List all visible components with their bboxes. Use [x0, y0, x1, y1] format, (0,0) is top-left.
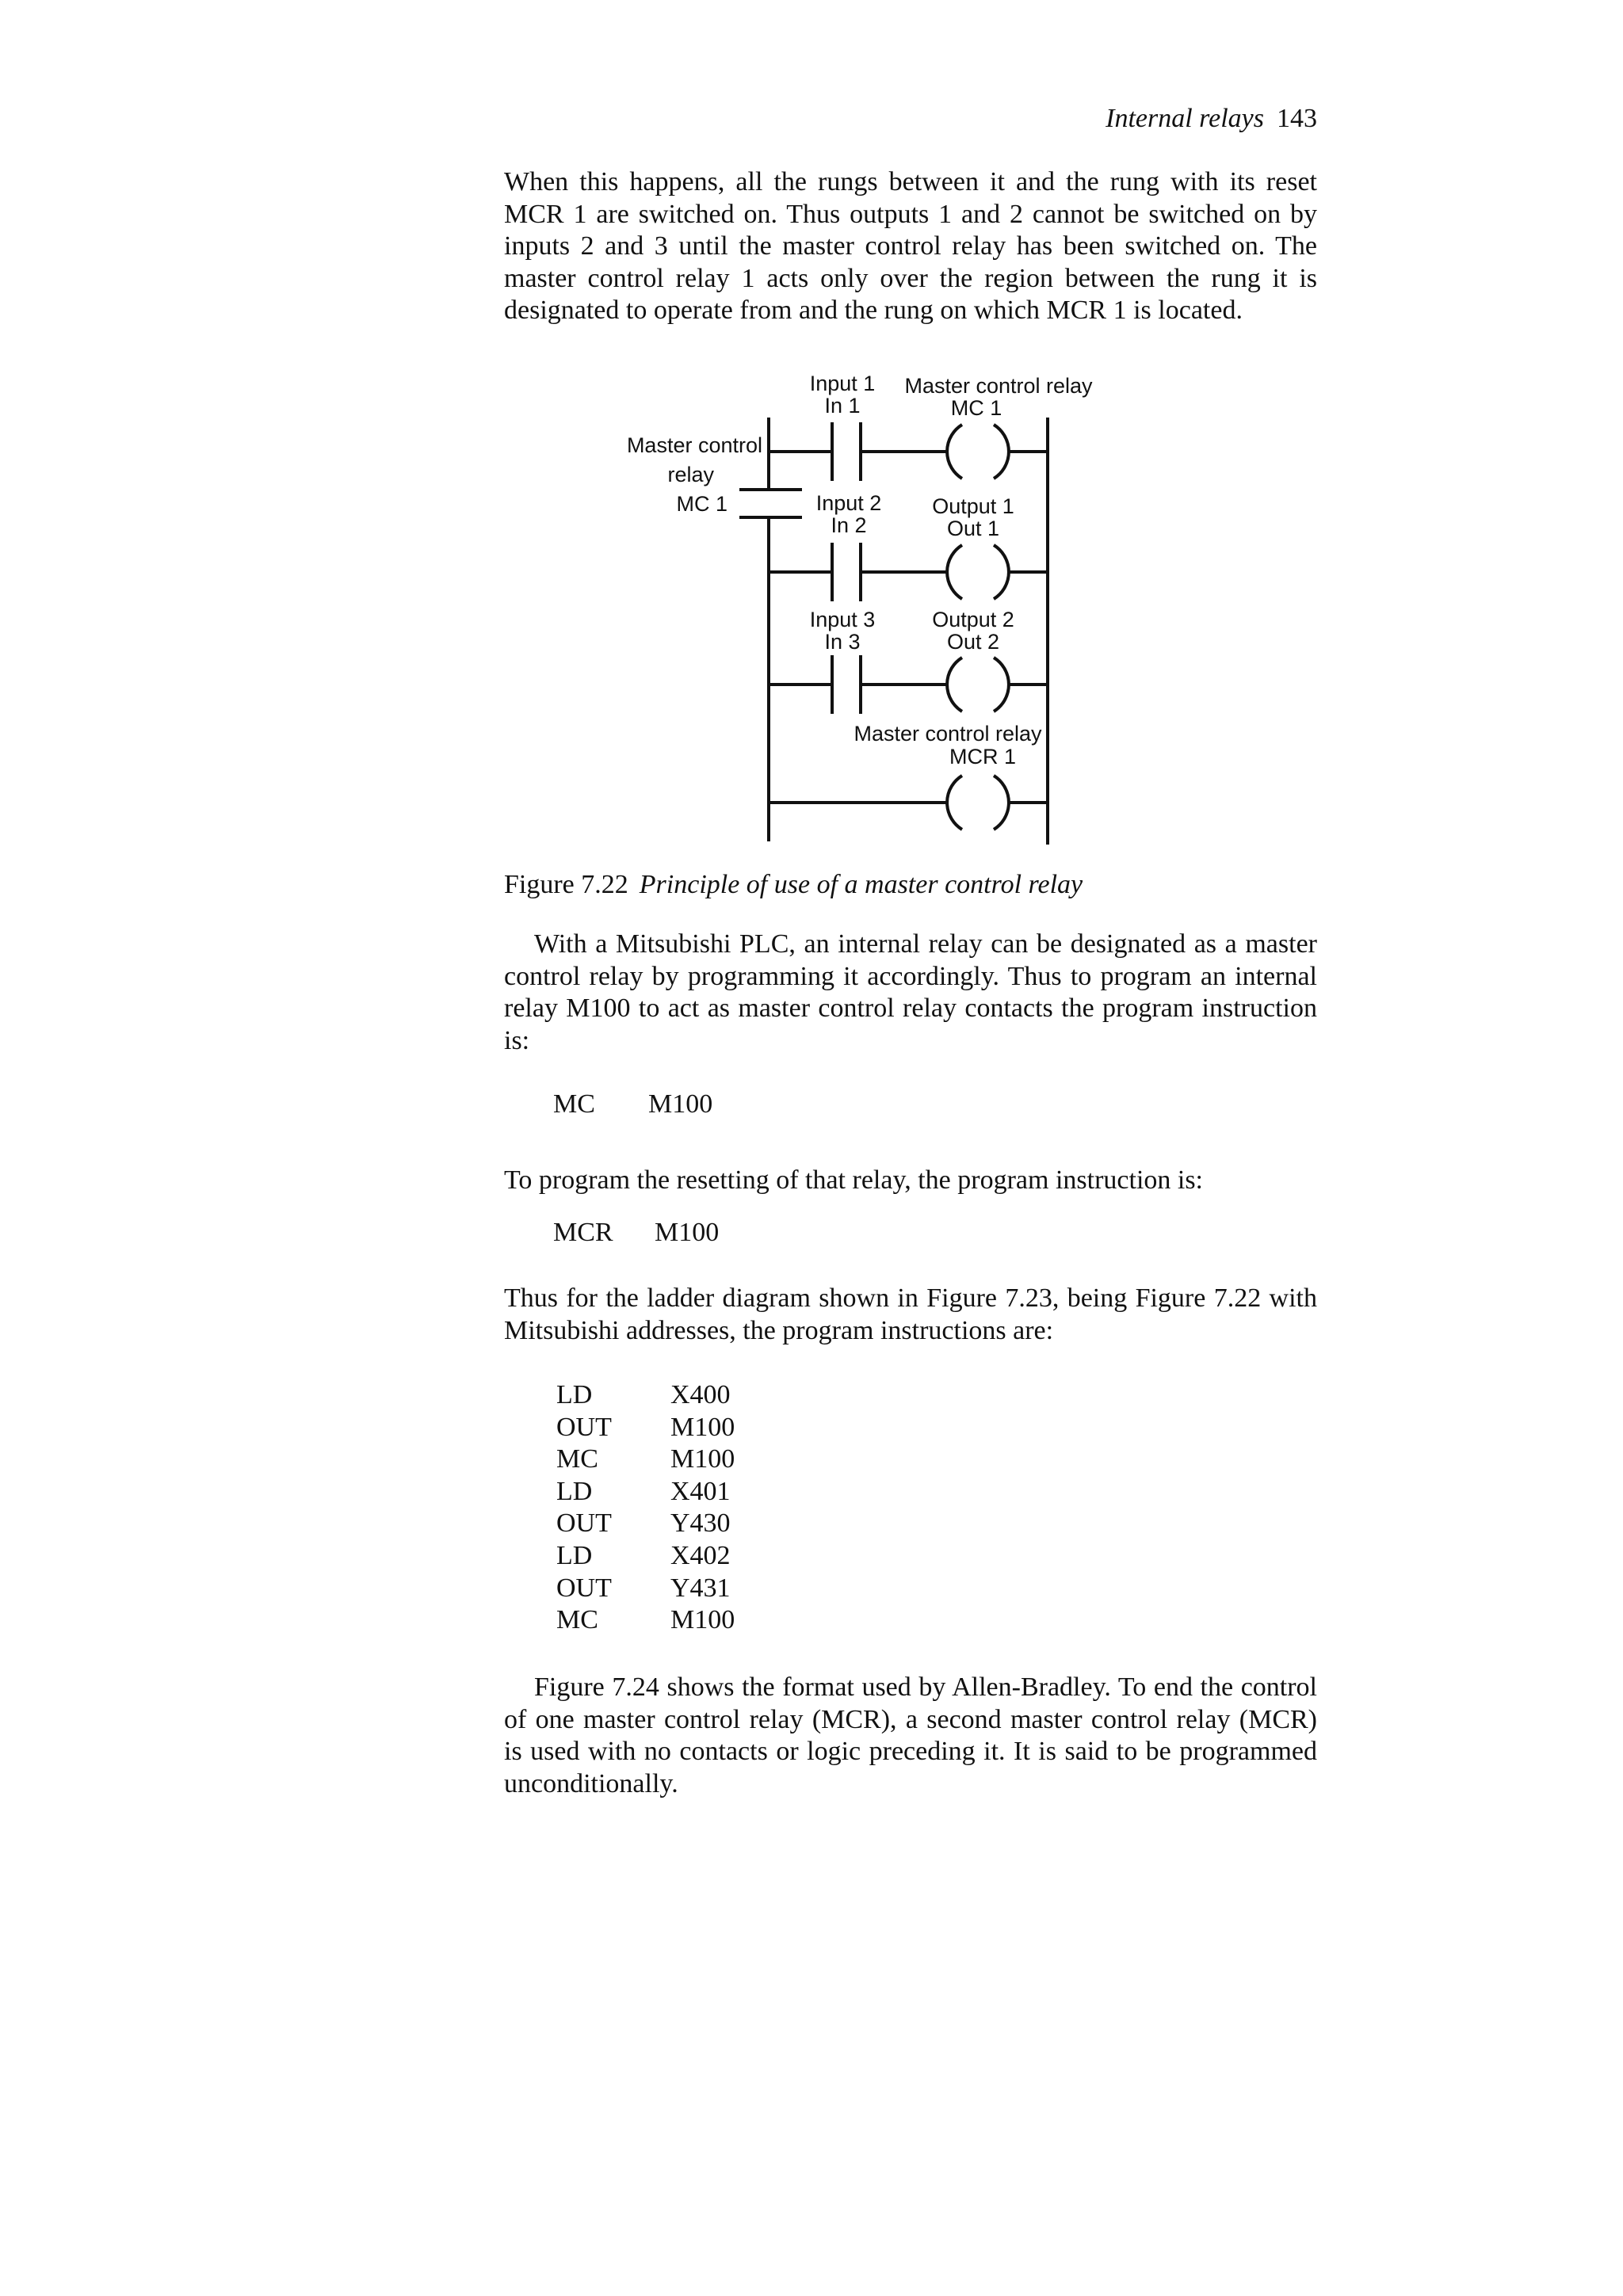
- coil-output1: [945, 543, 1010, 601]
- figure-label: Figure 7.22: [504, 870, 628, 899]
- label-output2: Output 2: [932, 608, 1014, 631]
- label-mc-contact-line3: MC 1: [676, 492, 727, 516]
- label-master-control-relay: Master control relay: [904, 374, 1093, 398]
- running-head: Internal relays 143: [1106, 103, 1317, 135]
- label-in1: In 1: [824, 394, 860, 418]
- label-out1: Out 1: [947, 517, 999, 540]
- coil-mcr1: [945, 774, 1010, 831]
- figure-caption: Figure 7.22 Principle of use of a master …: [504, 869, 1083, 901]
- paragraph-ladder: Thus for the ladder diagram shown in Fig…: [504, 1283, 1317, 1345]
- label-out2: Out 2: [947, 630, 999, 654]
- label-output1: Output 1: [932, 494, 1014, 518]
- label-in3: In 3: [824, 630, 860, 654]
- label-mc1-coil: MC 1: [951, 396, 1002, 420]
- running-head-title: Internal relays: [1106, 104, 1264, 133]
- coil-mc1: [945, 423, 1010, 480]
- paragraph-reset: To program the resetting of that relay, …: [504, 1165, 1204, 1195]
- label-reset-master-control-relay: Master control relay: [854, 722, 1042, 746]
- label-mc-contact-line1: Master control: [627, 433, 762, 457]
- label-input3: Input 3: [810, 608, 876, 631]
- paragraph-mitsubishi: With a Mitsubishi PLC, an internal relay…: [504, 929, 1317, 1055]
- label-mcr1: MCR 1: [949, 745, 1016, 769]
- label-input1: Input 1: [810, 372, 876, 395]
- instruction-operand: M100: [648, 1089, 713, 1119]
- coil-output2: [945, 656, 1010, 713]
- label-mc-contact-line2: relay: [667, 463, 714, 486]
- page-number: 143: [1277, 104, 1317, 133]
- instruction-mc: MC M100: [553, 1089, 712, 1120]
- paragraph-intro: When this happens, all the rungs between…: [504, 167, 1317, 325]
- label-in2: In 2: [831, 513, 866, 537]
- instruction-op: MC: [553, 1089, 595, 1119]
- instruction-mcr: MCR M100: [553, 1217, 719, 1249]
- paragraph-allen-bradley: Figure 7.24 shows the format used by All…: [504, 1672, 1317, 1798]
- instruction-operand: M100: [655, 1218, 720, 1247]
- label-input2: Input 2: [816, 491, 882, 515]
- instruction-op: MCR: [553, 1218, 613, 1247]
- figure-title: Principle of use of a master control rel…: [639, 870, 1083, 899]
